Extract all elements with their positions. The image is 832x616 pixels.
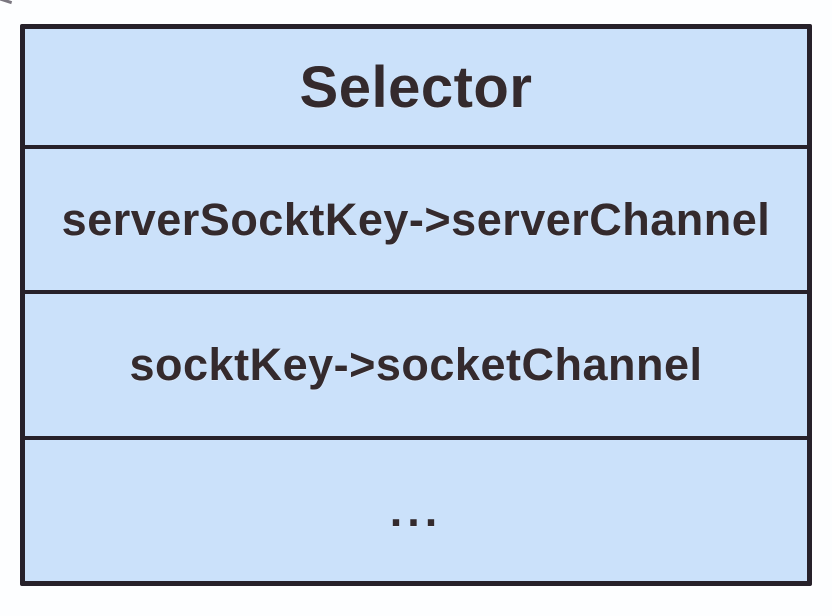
diagram-row-server-socket-key: serverSocktKey->serverChannel bbox=[25, 145, 807, 290]
selector-diagram: Selector serverSocktKey->serverChannel s… bbox=[20, 24, 812, 586]
diagram-row-socket-key: socktKey->socketChannel bbox=[25, 290, 807, 436]
diagram-row-ellipsis: ... bbox=[25, 436, 807, 581]
corner-artifact bbox=[0, 0, 13, 5]
diagram-title: Selector bbox=[299, 54, 533, 120]
